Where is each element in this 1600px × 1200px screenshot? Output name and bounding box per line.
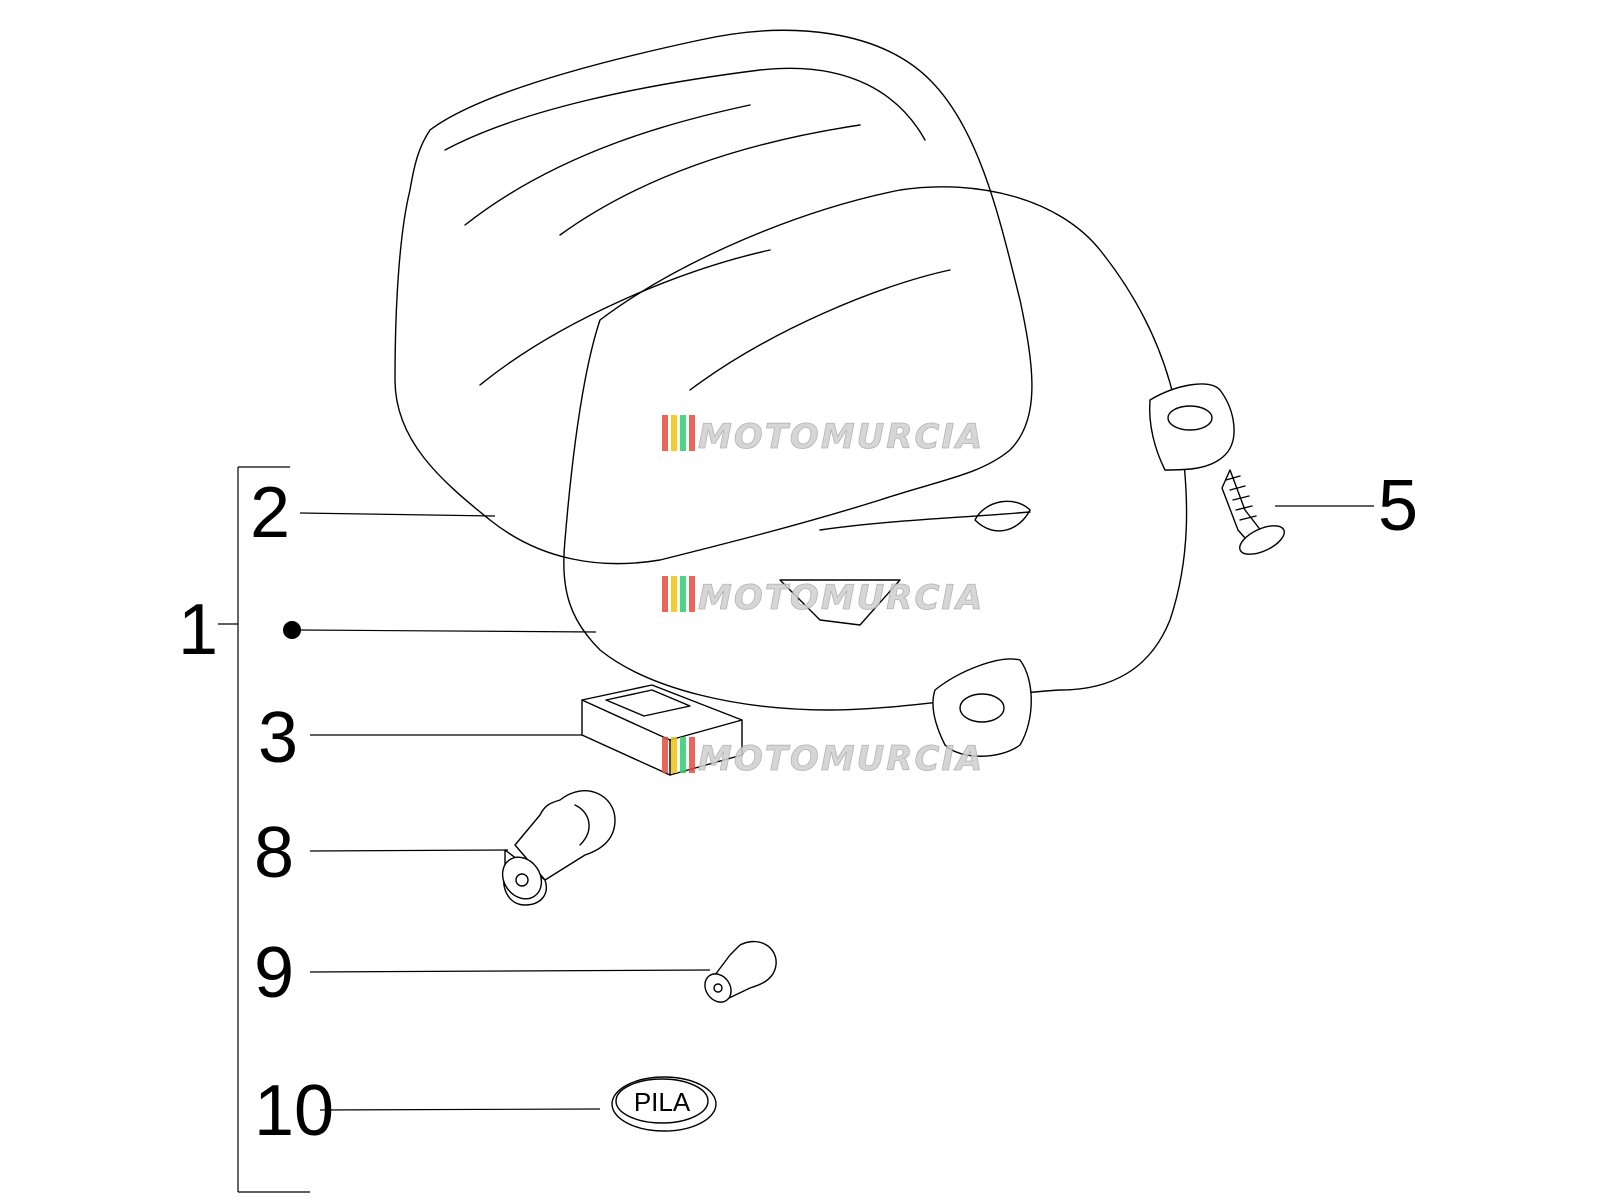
large-bulb	[501, 790, 616, 906]
watermark-1: MOTOMURCIA	[662, 415, 984, 457]
watermark-2: MOTOMURCIA	[662, 576, 984, 618]
watermark-text: MOTOMURCIA	[698, 417, 984, 457]
watermark-stripe	[662, 415, 668, 451]
watermark-stripe	[662, 576, 668, 612]
callout-5: 5	[1378, 466, 1418, 546]
screw	[1221, 469, 1285, 555]
lcd-block	[581, 684, 743, 776]
leader-10	[319, 1108, 601, 1111]
watermark-stripe	[680, 737, 686, 773]
watermark-stripe	[689, 576, 695, 612]
callout-labels: 1 2 3 5 8 9 10	[178, 466, 1418, 1151]
leader-9	[309, 969, 711, 973]
callout-3: 3	[258, 698, 298, 778]
watermark-3: MOTOMURCIA	[662, 737, 984, 779]
watermark-stripe	[662, 737, 668, 773]
leader-lines	[283, 505, 1374, 1111]
battery: PILA	[611, 1076, 717, 1132]
leader-dot	[283, 621, 301, 639]
watermark-text: MOTOMURCIA	[698, 739, 984, 779]
watermark-stripe	[671, 576, 677, 612]
watermark-stripe	[689, 415, 695, 451]
watermark-stripe	[680, 576, 686, 612]
leader-dot-line	[299, 629, 597, 633]
small-bulb	[704, 940, 777, 1003]
watermark-stripe	[671, 415, 677, 451]
leader-2	[299, 512, 496, 517]
callout-10: 10	[254, 1071, 334, 1151]
leader-8	[309, 849, 509, 852]
callout-9: 9	[254, 933, 294, 1013]
dashboard-housing	[563, 186, 1235, 757]
watermark-text: MOTOMURCIA	[698, 578, 984, 618]
watermark-stripe	[671, 737, 677, 773]
callout-1: 1	[178, 590, 218, 670]
dashboard-lens	[394, 29, 1033, 565]
callout-8: 8	[254, 813, 294, 893]
watermark-stripe	[680, 415, 686, 451]
watermark-stripe	[689, 737, 695, 773]
group-bracket	[218, 466, 310, 1193]
battery-label: PILA	[634, 1087, 691, 1117]
callout-2: 2	[250, 473, 290, 553]
